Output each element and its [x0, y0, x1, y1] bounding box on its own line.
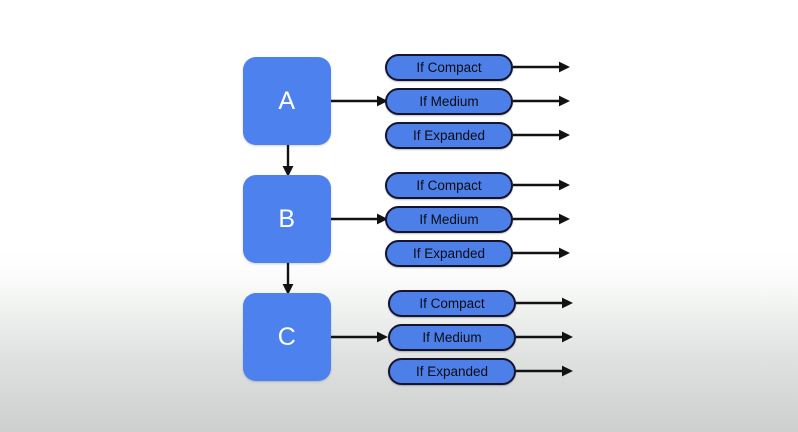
pill-c-medium[interactable]: If Medium — [388, 324, 516, 351]
pill-b-compact-label: If Compact — [416, 177, 482, 193]
arrow-b-compact-out — [513, 176, 571, 194]
arrow-a-compact-out — [513, 58, 571, 76]
pill-a-expanded[interactable]: If Expanded — [385, 122, 513, 149]
connector-b-to-c — [279, 263, 297, 296]
pill-a-medium[interactable]: If Medium — [385, 88, 513, 115]
pill-b-expanded-label: If Expanded — [412, 245, 486, 261]
pill-c-medium-label: If Medium — [422, 329, 482, 345]
pill-b-expanded[interactable]: If Expanded — [385, 240, 513, 267]
pill-c-compact-label: If Compact — [419, 295, 485, 311]
connector-a-to-options — [331, 92, 389, 110]
pill-a-medium-label: If Medium — [419, 93, 479, 109]
pill-b-medium-label: If Medium — [419, 211, 479, 227]
pill-c-expanded[interactable]: If Expanded — [388, 358, 516, 385]
pill-a-compact-label: If Compact — [416, 59, 482, 75]
connector-b-to-options — [331, 210, 389, 228]
node-box-a-label: A — [278, 86, 296, 115]
arrow-a-medium-out — [513, 92, 571, 110]
node-box-b-label: B — [278, 204, 296, 233]
pill-a-expanded-label: If Expanded — [412, 127, 486, 143]
pill-c-expanded-label: If Expanded — [415, 363, 489, 379]
arrow-a-expanded-out — [513, 126, 571, 144]
connector-c-to-options — [331, 328, 389, 346]
node-box-b[interactable]: B — [243, 175, 331, 263]
pill-b-medium[interactable]: If Medium — [385, 206, 513, 233]
node-box-a[interactable]: A — [243, 57, 331, 145]
arrow-c-compact-out — [516, 294, 574, 312]
arrow-b-expanded-out — [513, 244, 571, 262]
pill-a-compact[interactable]: If Compact — [385, 54, 513, 81]
arrow-b-medium-out — [513, 210, 571, 228]
node-box-c-label: C — [277, 322, 297, 351]
pill-b-compact[interactable]: If Compact — [385, 172, 513, 199]
connector-a-to-b — [279, 145, 297, 178]
node-box-c[interactable]: C — [243, 293, 331, 381]
arrow-c-expanded-out — [516, 362, 574, 380]
arrow-c-medium-out — [516, 328, 574, 346]
pill-c-compact[interactable]: If Compact — [388, 290, 516, 317]
